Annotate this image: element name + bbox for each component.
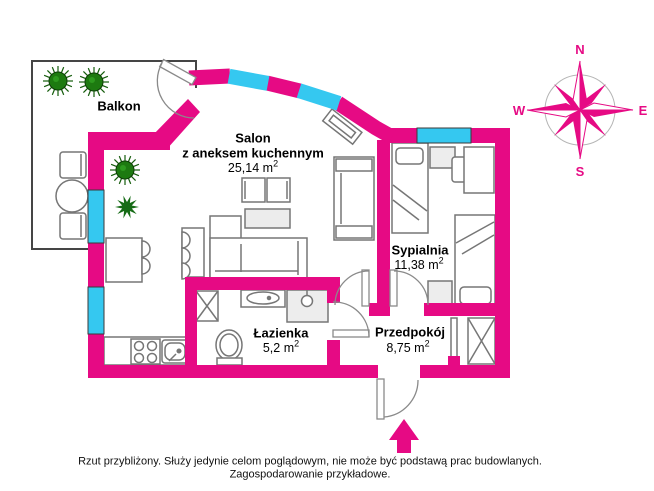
bed-pillow	[459, 286, 492, 305]
closet-door-leaf	[450, 317, 458, 358]
dining-chair	[181, 231, 191, 249]
entry-door-leaf	[376, 378, 385, 420]
disclaimer-line2: Zagospodarowanie przykładowe.	[229, 468, 391, 481]
plant-icon	[109, 154, 141, 186]
bathroom-sink-basin	[246, 291, 280, 305]
kitchen-chair	[141, 257, 151, 275]
wall	[369, 303, 377, 316]
kitchen-faucet	[176, 348, 182, 354]
salon-door-arc	[334, 270, 370, 306]
bathroom-door-leaf	[332, 329, 370, 338]
star-plant-icon	[115, 195, 139, 219]
wall-bathroom	[327, 340, 340, 365]
balcony-chair	[59, 212, 87, 240]
stove-burner	[146, 340, 158, 352]
bed-blanket-fold	[392, 199, 420, 221]
wall-stub	[448, 356, 460, 367]
compass-e-label: E	[639, 103, 648, 118]
wall	[88, 365, 378, 378]
sofa-body	[209, 237, 308, 279]
balcony-chair	[59, 151, 87, 179]
bed-blanket-fold	[392, 184, 428, 212]
plant-icon	[42, 65, 74, 97]
bed-blanket-fold	[455, 221, 495, 244]
tv-cabinet	[321, 107, 363, 146]
bedroom-door-arc	[393, 270, 429, 306]
desk	[463, 146, 495, 194]
nightstand	[427, 280, 453, 307]
toilet-tank	[216, 357, 243, 366]
bed-blanket-fold	[461, 234, 495, 255]
kitchen-faucet-handle	[168, 353, 177, 362]
room-label-balkon: Balkon	[97, 98, 141, 114]
shower-head	[300, 294, 314, 308]
wardrobe-x	[467, 317, 496, 365]
kitchen-chair	[141, 240, 151, 258]
wall-bathroom	[327, 277, 340, 303]
sofa-armrest	[335, 158, 373, 172]
kitchen-table	[105, 237, 143, 283]
wall	[420, 365, 510, 378]
room-label-lazienka: Łazienka	[253, 325, 309, 341]
wall	[152, 99, 200, 150]
stove-burner	[146, 352, 158, 364]
stove-burner	[133, 352, 145, 364]
entrance-arrow-icon	[389, 419, 419, 453]
dining-chair	[181, 262, 191, 280]
room-label-przedpokoj: Przedpokój	[374, 324, 446, 340]
wall-facade	[265, 75, 302, 99]
compass-s-label: S	[576, 164, 585, 179]
window	[227, 68, 270, 91]
wall-bathroom	[185, 277, 197, 365]
bathroom-door-arc	[332, 301, 370, 338]
wall-bedroom	[377, 140, 390, 316]
bedroom-door-leaf	[389, 269, 398, 307]
wall	[424, 303, 495, 316]
salon-door-leaf	[361, 269, 370, 307]
room-label-salon-line2: z aneksem kuchennym	[182, 145, 324, 161]
window	[416, 127, 472, 144]
room-area-lazienka: 5,2 m2	[262, 338, 300, 355]
bed-pillow	[395, 147, 424, 165]
wall	[88, 132, 104, 378]
toilet-bowl-inner	[219, 333, 239, 357]
washing-machine-x	[195, 290, 219, 322]
balcony-table	[55, 179, 89, 213]
balcony-outline	[31, 60, 197, 250]
bathroom-faucet	[266, 295, 272, 301]
stool	[241, 177, 266, 203]
room-area-sypialnia: 11,38 m2	[394, 255, 444, 272]
wall	[88, 132, 170, 150]
window	[87, 189, 105, 244]
compass-rose-icon: N S W E	[513, 42, 648, 179]
coffee-table	[244, 208, 291, 229]
room-label-sypialnia: Sypialnia	[391, 242, 449, 258]
room-label-salon: Salon	[235, 130, 271, 146]
compass-n-label: N	[575, 42, 584, 57]
wall	[495, 128, 510, 378]
window	[296, 83, 342, 111]
disclaimer-line1: Rzut przybliżony. Służy jedynie celom po…	[78, 455, 542, 468]
room-area-przedpokoj: 8,75 m2	[386, 338, 430, 355]
wall-facade	[333, 96, 396, 144]
sofa-armrest	[335, 225, 373, 239]
stove-burner	[133, 340, 145, 352]
kitchen-sink-basin	[164, 342, 186, 361]
balcony-door-arc	[156, 62, 195, 119]
wall-bathroom	[185, 277, 340, 290]
room-area-salon: 25,14 m2	[227, 158, 279, 175]
entry-door-arc	[383, 379, 419, 418]
window	[87, 286, 105, 335]
plant-icon	[78, 66, 110, 98]
compass-w-label: W	[513, 103, 526, 118]
stool	[266, 177, 291, 203]
